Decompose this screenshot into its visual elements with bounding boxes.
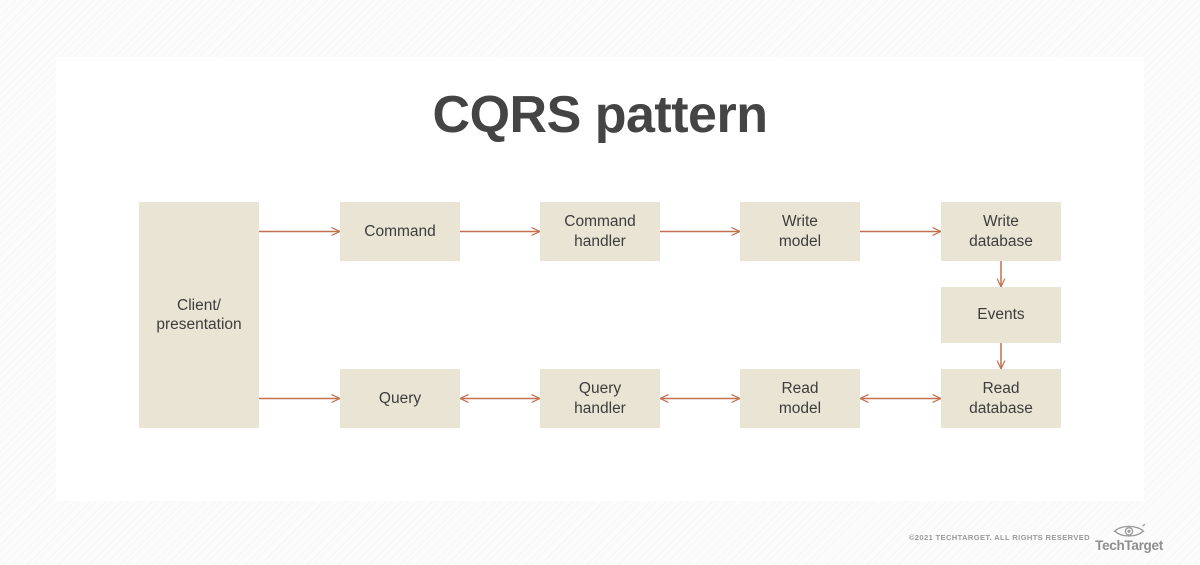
node-label: Read model (778, 380, 822, 417)
copyright-text: ©2021 TECHTARGET. ALL RIGHTS RESERVED (908, 533, 1090, 542)
slide-card: CQRS pattern Client/ presentation Command… (56, 57, 1144, 501)
eye-icon (1113, 523, 1146, 537)
techtarget-logo: TechTarget (1095, 523, 1163, 553)
node-client: Client/ presentation (139, 202, 259, 428)
node-write_database: Write database (941, 202, 1061, 261)
node-label: Write database (969, 213, 1033, 250)
node-query_handler: Query handler (540, 369, 660, 428)
node-read_model: Read model (740, 369, 860, 428)
node-label: Command handler (564, 213, 636, 250)
node-label: Write model (778, 213, 822, 250)
cqrs-flowchart: Client/ presentation Command Command handl… (56, 57, 1144, 501)
logo-wordmark: TechTarget (1095, 537, 1163, 553)
node-query: Query (340, 369, 460, 428)
node-command: Command (340, 202, 460, 261)
node-label: Query handler (574, 380, 626, 417)
node-events: Events (941, 287, 1061, 343)
node-label: Client/ presentation (156, 296, 242, 333)
node-command_handler: Command handler (540, 202, 660, 261)
node-read_database: Read database (941, 369, 1061, 428)
page-title: CQRS pattern (432, 86, 768, 144)
node-label: Query (378, 389, 422, 407)
footer: ©2021 TECHTARGET. ALL RIGHTS RESERVED Te… (900, 515, 1163, 560)
node-label: Events (977, 306, 1025, 324)
node-label: Command (364, 222, 436, 240)
node-label: Read database (969, 380, 1033, 417)
node-write_model: Write model (740, 202, 860, 261)
